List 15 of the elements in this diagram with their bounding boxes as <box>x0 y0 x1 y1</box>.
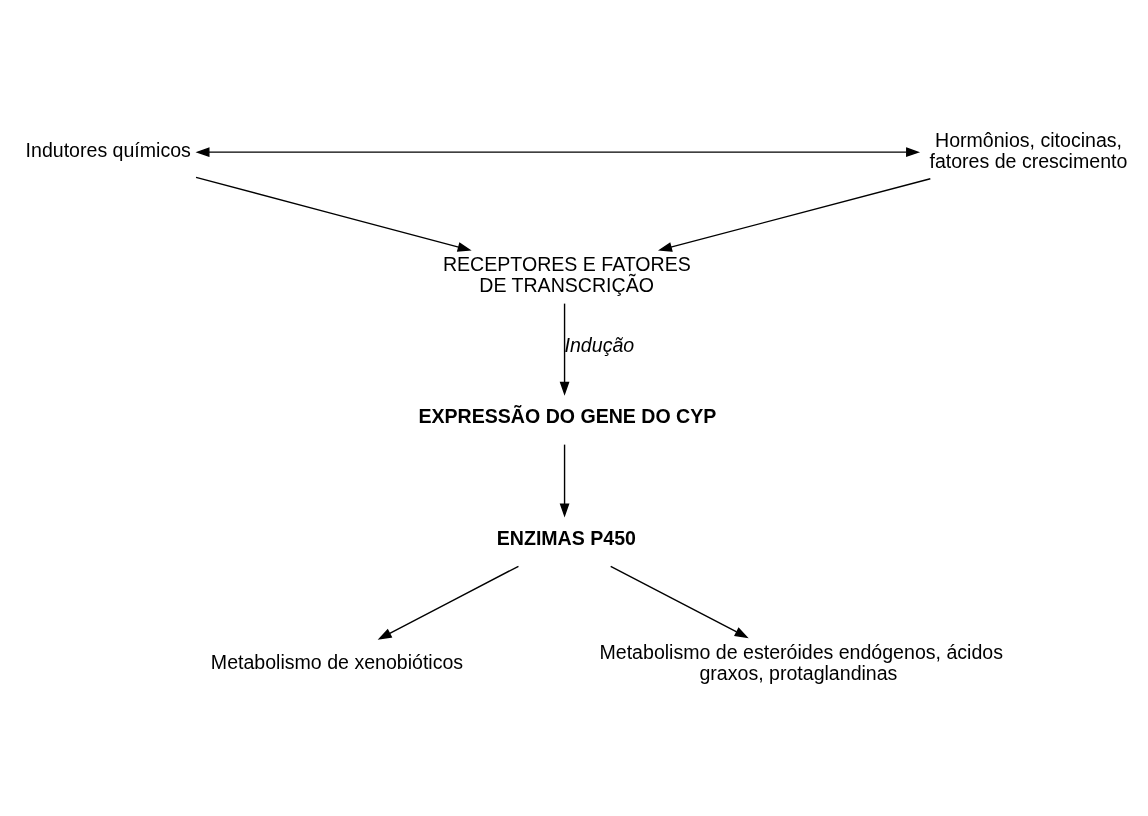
node-text: Indutores químicos <box>25 139 191 162</box>
arrow <box>559 443 570 518</box>
node-text: ENZIMAS P450 <box>496 526 636 549</box>
node-text: Hormônios, citocinas, fatores de crescimento <box>929 128 1128 172</box>
node-text: EXPRESSÃO DO GENE DO CYP <box>418 404 717 427</box>
arrow <box>610 565 749 639</box>
node-text: RECEPTORES E FATORES DE TRANSCRIÇÃO <box>442 253 691 297</box>
arrow <box>377 565 520 640</box>
node-text: Metabolismo de xenobióticos <box>210 651 464 674</box>
arrow <box>195 176 472 252</box>
arrow <box>658 178 932 252</box>
node-text: Metabolismo de esteróides endógenos, ácidos graxos, protaglandinas <box>599 640 1003 684</box>
arrow <box>559 302 570 396</box>
edge-label: Indução <box>564 334 635 357</box>
arrow <box>195 147 921 158</box>
